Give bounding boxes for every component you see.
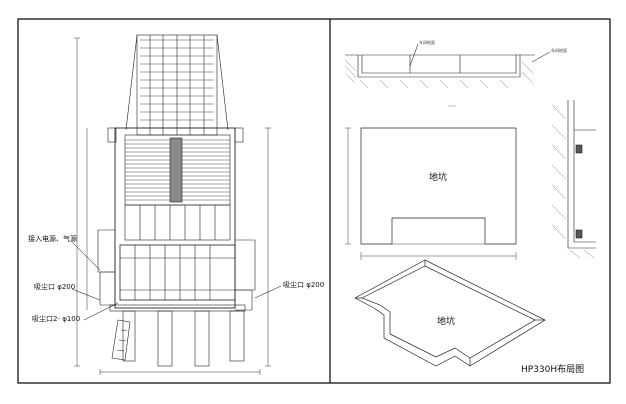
pit-side-section (551, 100, 596, 259)
pit-label-plan: 地坑 (429, 173, 448, 183)
callout-suction-left: 吸尘口 φ200 (34, 283, 76, 291)
pit-label-isometric: 地坑 (437, 317, 456, 327)
drawing-title: HP330H布局图 (521, 365, 585, 375)
pit-isometric-view (354, 259, 546, 367)
section-note-right: 车间地面 (551, 48, 567, 53)
section-note-left: 车间地面 (419, 40, 435, 45)
drawing-frame (17, 18, 611, 384)
callout-suction-right: 吸尘口 φ200 (283, 281, 325, 289)
callout-suction-bottom: 吸尘口2- φ100 (32, 315, 81, 323)
callout-power-air: 接入电源、气源 (28, 235, 77, 243)
machine-plan-view (71, 34, 282, 375)
pit-plan-view (345, 127, 517, 260)
pit-section-view (344, 43, 551, 89)
